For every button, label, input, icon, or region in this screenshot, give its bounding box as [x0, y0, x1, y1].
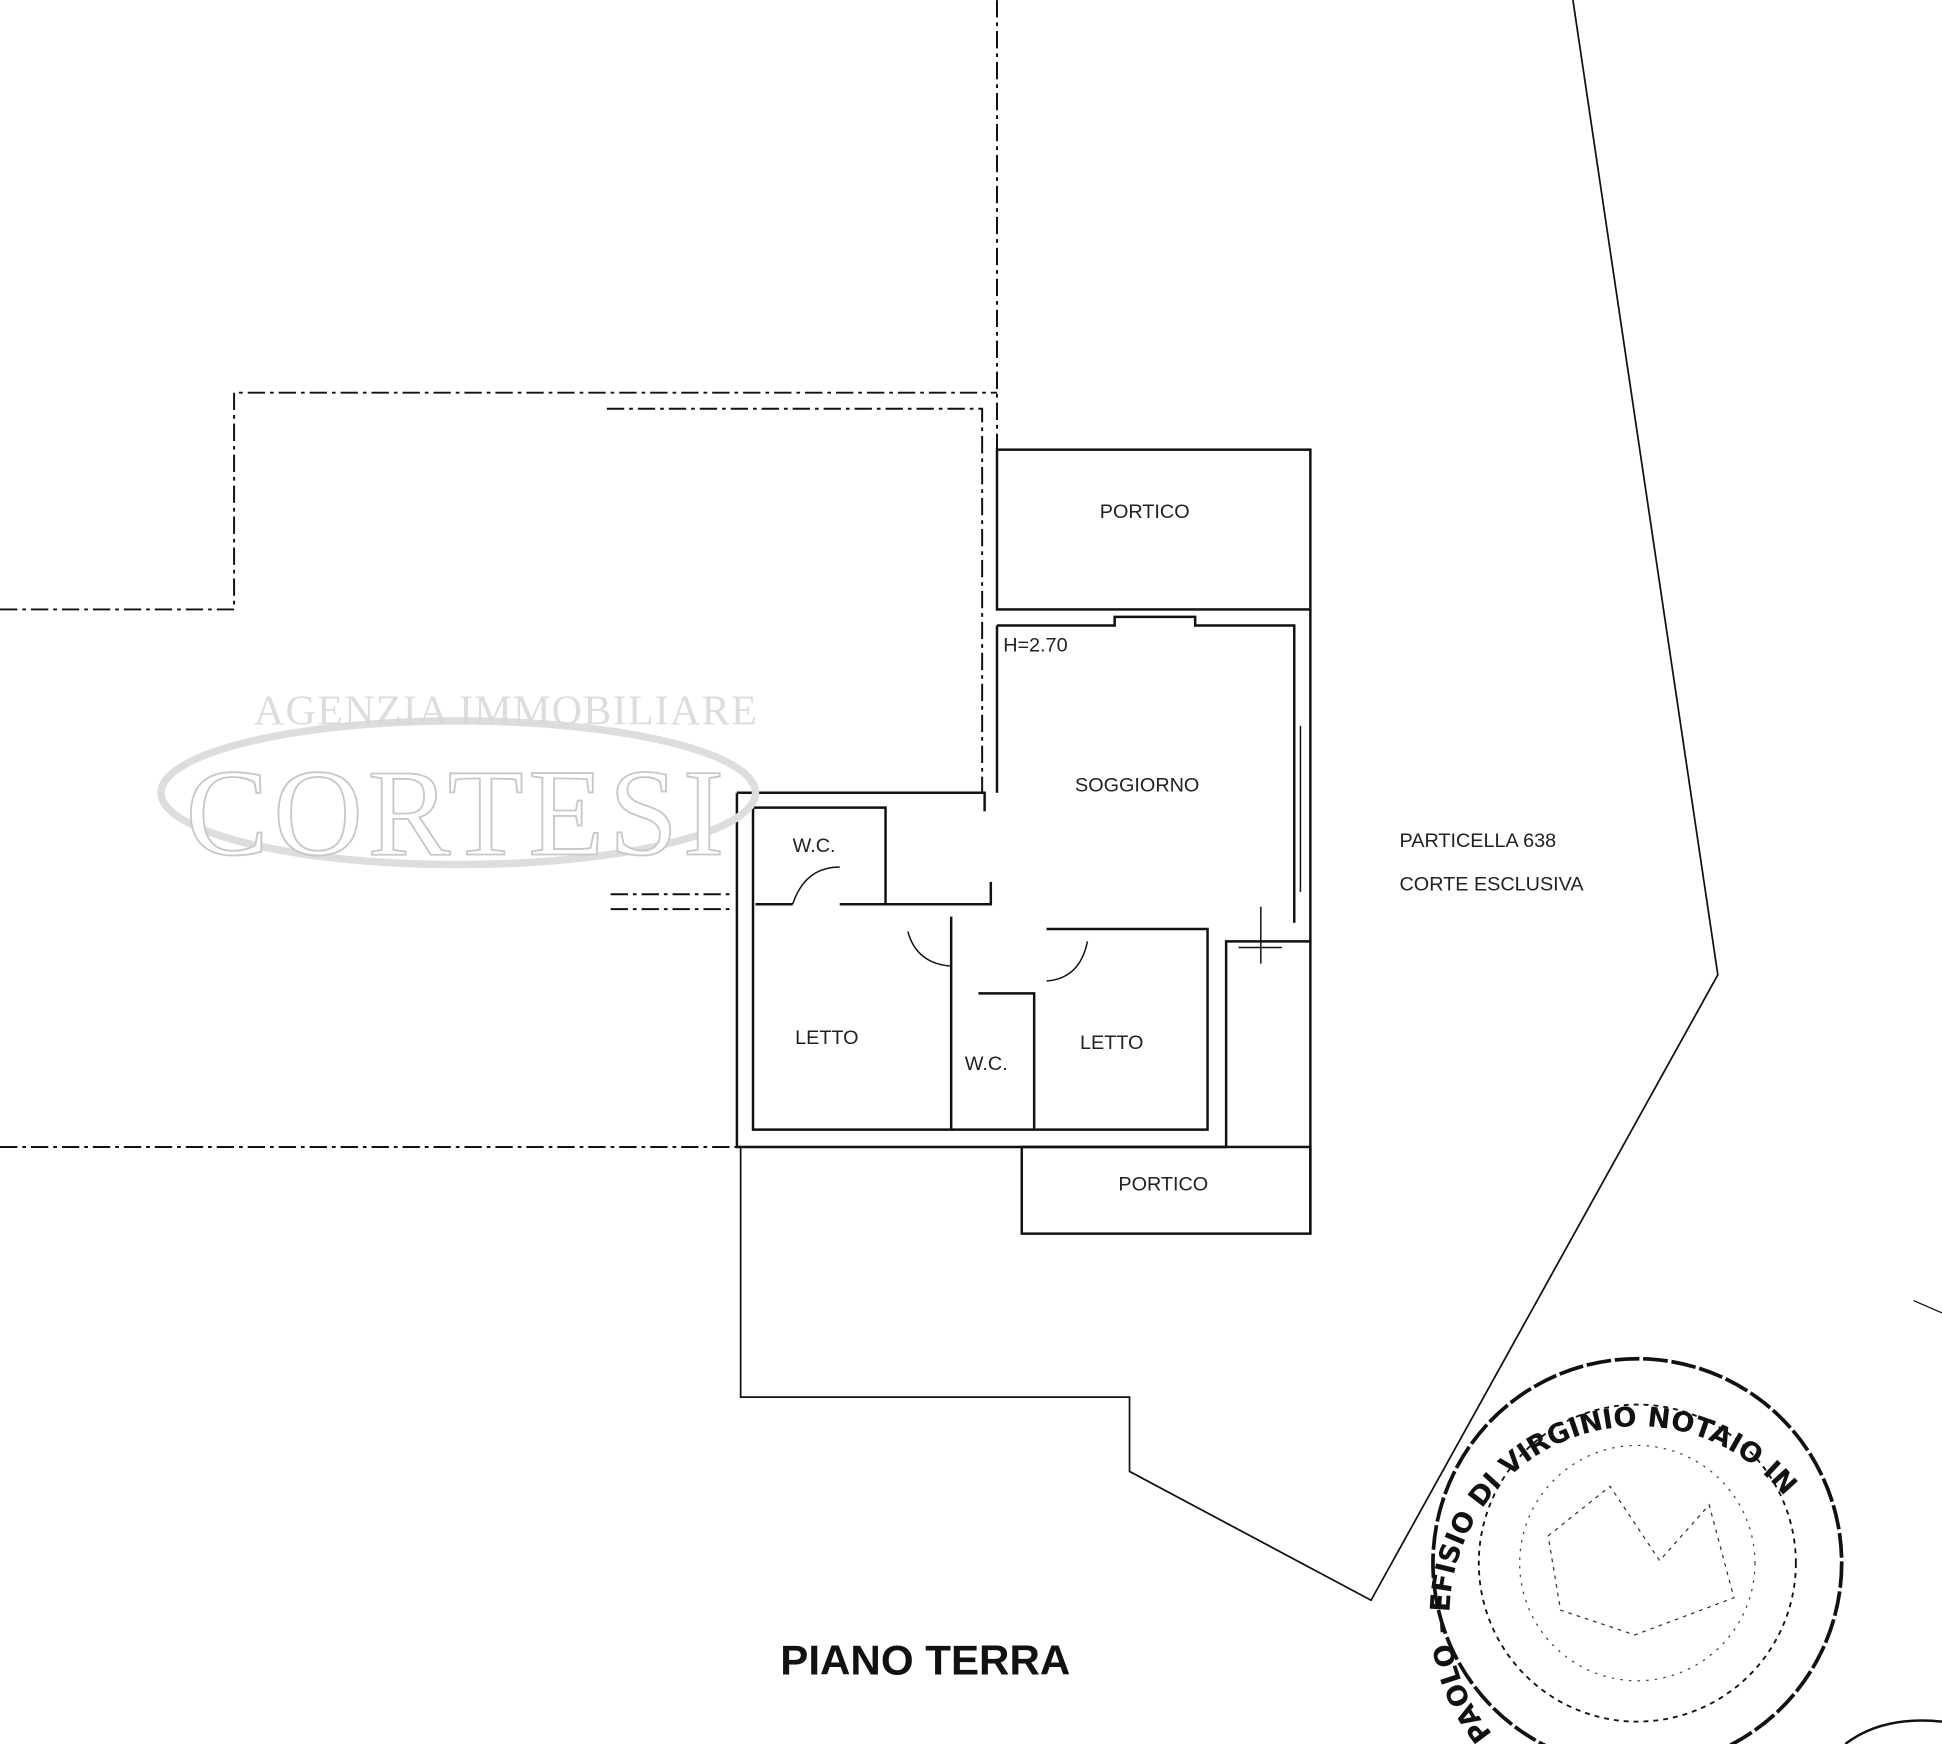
notary-stamp: PAOLO - EFISIO DI VIRGINIO NOTAIO IN	[1425, 1299, 1942, 1744]
watermark-line1: AGENZIA IMMOBILIARE	[254, 688, 758, 735]
height-note: H=2.70	[1003, 635, 1067, 657]
watermark-line2: CORTESI	[186, 745, 729, 882]
plan-title: PIANO TERRA	[780, 1637, 1070, 1684]
room-label-soggiorno: SOGGIORNO	[1075, 774, 1199, 796]
svg-text:PAOLO - EFISIO DI VIRGINIO NOT: PAOLO - EFISIO DI VIRGINIO NOTAIO IN	[1425, 1402, 1802, 1744]
watermark-logo: AGENZIA IMMOBILIARE CORTESI	[157, 688, 760, 883]
stamp-text: PAOLO - EFISIO DI VIRGINIO NOTAIO IN	[1425, 1402, 1802, 1744]
room-label-letto-1: LETTO	[795, 1027, 858, 1049]
room-label-letto-2: LETTO	[1080, 1032, 1143, 1054]
building-walls	[735, 448, 1312, 1235]
parcel-note: CORTE ESCLUSIVA	[1400, 874, 1585, 896]
room-label-wc-1: W.C.	[793, 835, 836, 857]
parcel-label: PARTICELLA 638	[1400, 830, 1557, 852]
room-label-portico-top: PORTICO	[1100, 501, 1190, 523]
room-label-portico-bottom: PORTICO	[1118, 1173, 1208, 1195]
room-label-wc-2: W.C.	[965, 1053, 1008, 1075]
